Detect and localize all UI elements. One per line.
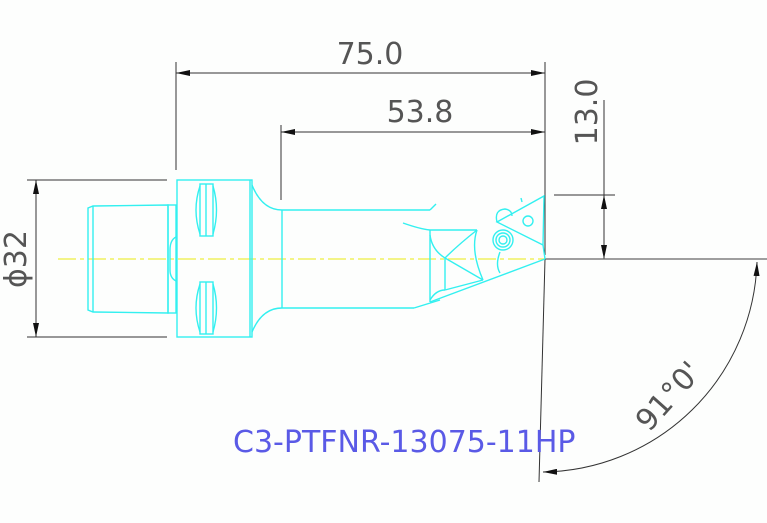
dimension-shank-length xyxy=(280,125,545,200)
lead-angle-label: 91°0' xyxy=(629,355,709,438)
dimension-lead-angle xyxy=(538,258,767,483)
diameter-label: ϕ32 xyxy=(0,230,34,288)
shank-length-label: 53.8 xyxy=(387,95,454,130)
dimension-overall-length xyxy=(175,62,546,255)
overall-length-label: 75.0 xyxy=(337,37,404,72)
part-number-label: C3-PTFNR-13075-11HP xyxy=(233,425,576,460)
offset-label: 13.0 xyxy=(570,79,605,146)
dimension-diameter xyxy=(27,179,167,338)
dimension-offset xyxy=(554,100,615,259)
tool-body xyxy=(87,179,546,338)
